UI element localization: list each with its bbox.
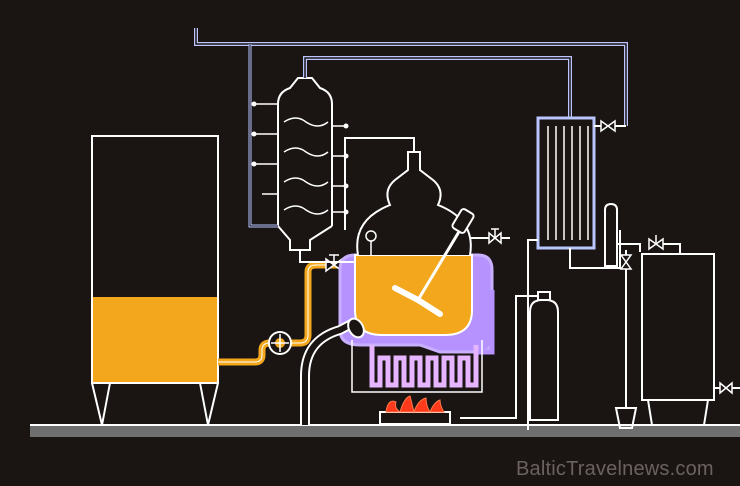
sample-cup: [614, 407, 638, 429]
valve-icon: [488, 228, 502, 245]
condenser: [527, 116, 626, 430]
column-side-taps-left: [254, 103, 278, 195]
cooling-water-in-inner: [249, 44, 278, 227]
column-plate-3: [283, 177, 329, 187]
tank-liquid: [92, 297, 218, 383]
gas-cylinder: [460, 291, 559, 421]
heater-coil: [351, 340, 483, 393]
flue-cap: [347, 317, 365, 339]
tank-body: [91, 135, 219, 384]
receiver-body: [641, 253, 715, 401]
tank-leg-right: [207, 382, 219, 426]
valve-icon: [600, 119, 616, 133]
column-plate-2: [283, 147, 329, 157]
overhead-manifold: [194, 28, 628, 228]
valve-icon: [619, 254, 633, 270]
condenser-shell: [536, 116, 596, 250]
column-overhead-inner: [304, 57, 571, 118]
column-overhead: [303, 56, 572, 118]
manifold-top-inner: [195, 28, 627, 126]
floor-slab: [30, 425, 740, 437]
column-to-pot: [299, 250, 355, 263]
hydrometer-tube: [604, 202, 618, 267]
distillate-line: [569, 230, 621, 269]
tank-leg-right-2: [199, 382, 209, 426]
product-line: [617, 243, 641, 252]
valve-icon: [648, 235, 664, 251]
column-plate-4: [283, 205, 329, 215]
rectification-column: [251, 77, 355, 263]
flame-icon: [379, 395, 451, 425]
flue-pipe-inner: [302, 319, 357, 425]
column-side-taps-right: [332, 125, 346, 213]
condenser-drain: [527, 239, 538, 430]
receiver-feed: [663, 243, 681, 254]
pot-vapor-line: [344, 137, 415, 230]
coil-path: [369, 345, 479, 388]
gas-line: [460, 295, 538, 419]
storage-tank: [91, 135, 219, 426]
feed-line: [218, 254, 350, 366]
pressure-gauge: [365, 230, 377, 255]
receiver-tank: [641, 253, 740, 426]
still-pot: [338, 151, 495, 355]
tank-leg-left: [91, 382, 103, 426]
watermark: BalticTravelnews.com: [516, 458, 714, 480]
column-base: [277, 225, 333, 251]
valve-icon: [719, 381, 733, 395]
manifold-top: [194, 28, 628, 126]
agitator-icon: [392, 208, 475, 317]
tank-leg-left-2: [101, 382, 111, 426]
spirit-safe: [604, 202, 681, 429]
column-plate-1: [283, 117, 329, 127]
pump-icon: [268, 331, 292, 355]
